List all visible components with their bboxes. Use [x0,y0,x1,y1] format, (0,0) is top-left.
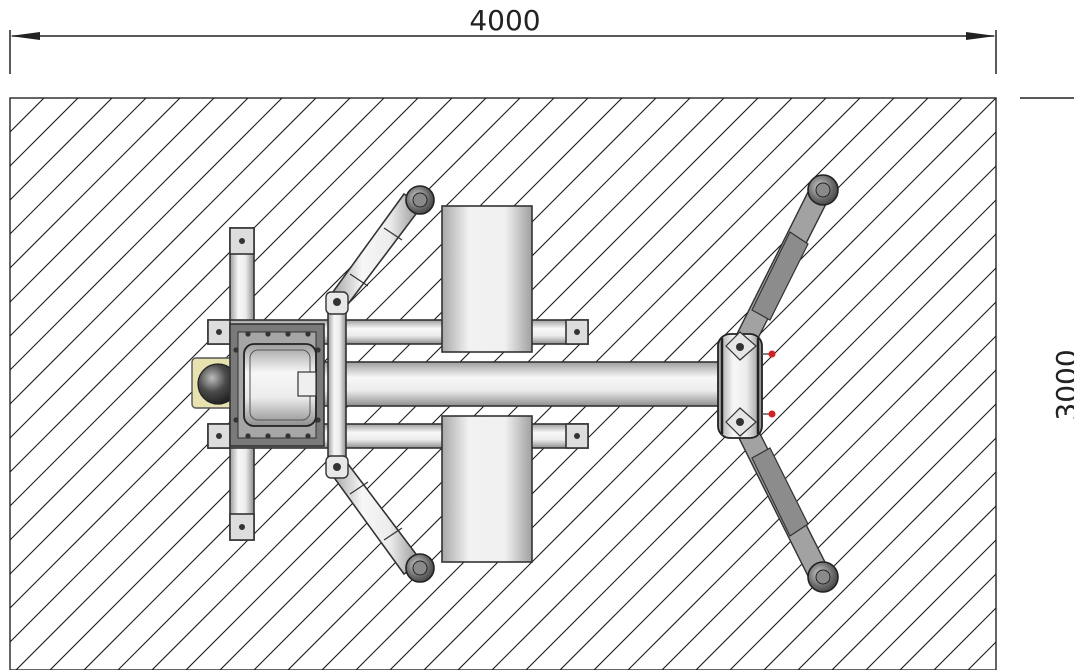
pivot-icon [736,418,744,426]
wheel-hub [412,560,428,576]
fitness-equipment [191,174,839,593]
front-lower-strut [733,417,839,593]
rear-lower-arm [325,455,435,583]
bolt-icon [216,433,222,439]
hatch-line [10,98,11,99]
bolt-icon [233,347,239,353]
hatch-line [10,98,215,303]
width-dimension: 4000 [9,4,997,74]
hatch-line [491,165,996,670]
height-dimension: 3000 [1020,97,1074,421]
hatch-line [10,98,283,371]
wheel-hub [815,182,831,198]
front-head [717,331,776,439]
bolt-icon [216,329,222,335]
handle-bar [327,303,347,465]
hatch-line [10,98,147,235]
bolt-icon [239,238,245,244]
bolt-icon [285,331,291,337]
hatch-line [10,98,351,439]
wheel-hub [815,569,831,585]
strut-cylinder [751,231,809,321]
hatch-line [10,98,385,473]
bolt-icon [305,433,311,439]
bolt-icon [245,331,251,337]
strut-cylinder [751,447,809,537]
bolt-icon [285,433,291,439]
hatch-line [10,98,249,337]
arrow-left-icon [10,32,40,40]
bolt-icon [245,433,251,439]
hatch-line [899,573,996,670]
hatch-line [559,233,996,670]
hatch-line [525,199,996,670]
pivot-icon [333,298,341,306]
pivot-icon [333,463,341,471]
lower-footplate [441,415,533,563]
red-marker-icon [768,410,776,418]
hatch-line [627,301,996,670]
hatch-line [10,98,181,269]
bolt-icon [315,417,321,423]
wheel-hub [412,192,428,208]
hatch-line [831,505,996,670]
hatch-line [763,437,996,670]
bolt-icon [574,433,580,439]
hatch-line [10,98,317,405]
frame-bolts [233,331,321,439]
hatch-line [695,369,996,670]
hatch-line [10,98,453,541]
bolt-icon [574,329,580,335]
hatch-line [797,471,996,670]
hatch-line [10,98,419,507]
bolt-icon [265,331,271,337]
main-beam [309,361,731,407]
bolt-icon [239,524,245,530]
bolt-icon [233,417,239,423]
rear-foot-bottom [229,513,255,541]
hatch-line [661,335,996,670]
arrow-right-icon [966,32,996,40]
height-dimension-label: 3000 [1050,349,1074,420]
bolt-icon [265,433,271,439]
width-dimension-label: 4000 [469,4,540,37]
red-marker-icon [768,350,776,358]
hatch-line [865,539,996,670]
column-bracket [297,371,317,397]
upper-footplate [441,205,533,353]
hatch-line [593,267,996,670]
bolt-icon [305,331,311,337]
bolt-icon [315,347,321,353]
pivot-icon [736,343,744,351]
hatch-line [10,98,113,201]
rear-upper-arm [325,185,435,315]
